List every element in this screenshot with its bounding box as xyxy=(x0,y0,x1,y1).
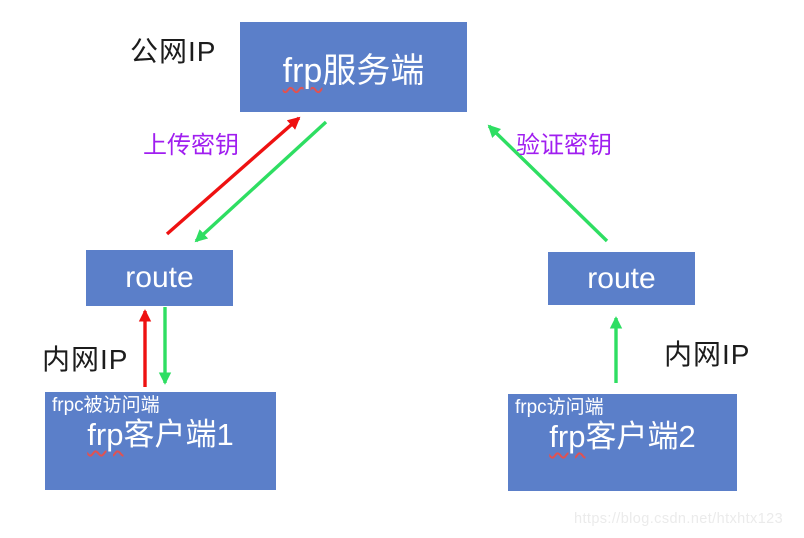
route-left-node: route xyxy=(86,250,233,306)
frp-client1-label-cn: 客户端1 xyxy=(123,416,234,452)
frp-server-node: frp服务端 xyxy=(240,22,467,112)
frp-client2-role-label: frpc访问端 xyxy=(515,397,604,418)
frp-client2-label-en: frp xyxy=(549,418,586,454)
route-right-label: route xyxy=(587,261,656,295)
frp-client1-label-en: frp xyxy=(87,416,124,452)
route-left-label: route xyxy=(125,261,194,294)
frp-client2-node: frpc访问端 frp客户端2 xyxy=(508,394,737,491)
frp-server-label-en: frp xyxy=(282,51,323,90)
frp-client1-node: frpc被访问端 frp客户端1 xyxy=(45,392,276,490)
upload-key-label: 上传密钥 xyxy=(143,132,239,159)
public-ip-label: 公网IP xyxy=(130,36,217,67)
frp-client1-label: frp客户端1 xyxy=(45,416,276,452)
verify-key-label: 验证密钥 xyxy=(516,132,612,159)
frp-server-label-cn: 服务端 xyxy=(322,51,425,90)
frp-server-label: frp服务端 xyxy=(283,43,425,92)
route-right-node: route xyxy=(548,252,695,305)
internal-ip-left-label: 内网IP xyxy=(42,344,129,375)
csdn-watermark: https://blog.csdn.net/htxhtx123 xyxy=(574,511,784,527)
frp-client2-label: frp客户端2 xyxy=(508,418,737,454)
frp-client1-role-label: frpc被访问端 xyxy=(52,395,160,416)
internal-ip-right-label: 内网IP xyxy=(664,339,751,370)
frp-client2-label-cn: 客户端2 xyxy=(585,418,696,454)
